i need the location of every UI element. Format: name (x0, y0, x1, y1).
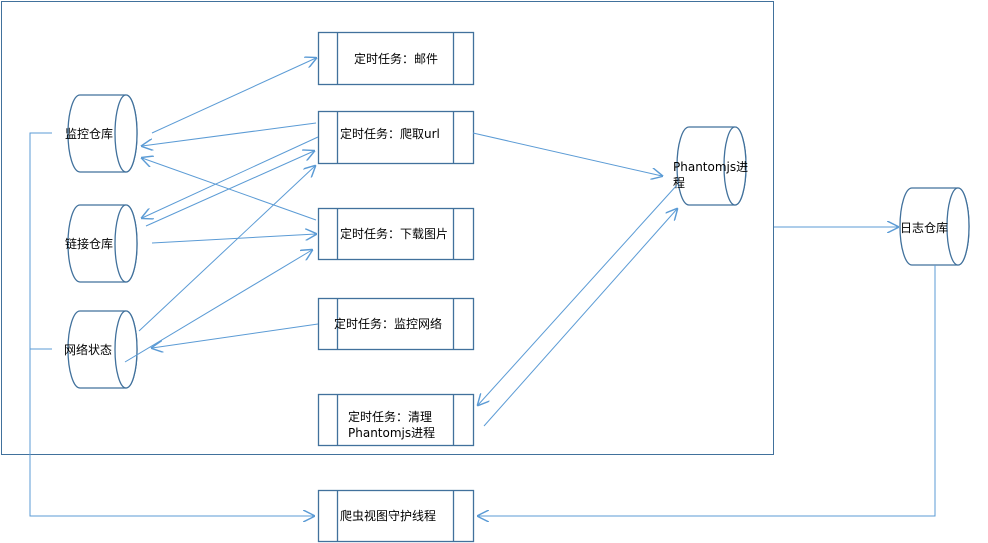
log-repo-store[interactable]: 日志仓库 (899, 187, 970, 266)
task-crawl-url-label: 定时任务：爬取url (340, 126, 440, 141)
network-status-label: 网络状态 (64, 342, 112, 357)
arrow-link-to-crawl (145, 151, 314, 227)
arrow-link-to-download (151, 234, 316, 244)
phantomjs-label-line1: Phantomjs进 (673, 160, 748, 174)
task-monitor-network[interactable]: 定时任务：监控网络 (317, 297, 475, 351)
log-repo-label: 日志仓库 (900, 220, 948, 235)
task-clean-label-line2: Phantomjs进程 (348, 425, 435, 440)
arrow-monitor-to-mail (151, 58, 316, 134)
arrow-monitor-net-to-network (152, 323, 319, 348)
arrow-network-to-download (124, 250, 312, 363)
arrow-crawl-to-monitor (142, 122, 317, 146)
task-download-images-label: 定时任务：下载图片 (340, 226, 448, 241)
link-repo-label: 链接仓库 (65, 236, 113, 251)
arrow-crawl-to-link (142, 136, 319, 218)
daemon-label: 爬虫视图守护线程 (340, 508, 436, 523)
arrow-clean-to-phantomjs (483, 209, 677, 427)
arrow-crawl-to-phantomjs (472, 132, 662, 176)
arrow-phantomjs-to-clean (478, 184, 678, 405)
crawler-view-daemon[interactable]: 爬虫视图守护线程 (317, 489, 475, 543)
task-mail-label: 定时任务：邮件 (354, 51, 438, 66)
connectors (29, 58, 936, 516)
monitor-repo-label: 监控仓库 (65, 126, 113, 141)
task-monitor-network-label: 定时任务：监控网络 (334, 316, 442, 331)
connector-stores-to-daemon (29, 132, 314, 516)
task-crawl-url[interactable]: 定时任务：爬取url (317, 110, 475, 165)
task-download-images[interactable]: 定时任务：下载图片 (317, 207, 475, 261)
link-repo-store[interactable]: 链接仓库 (65, 204, 138, 283)
network-status-store[interactable]: 网络状态 (64, 310, 138, 389)
scheduler-frame (1, 1, 774, 455)
task-clean-label-line1: 定时任务：清理 (348, 409, 432, 424)
phantomjs-process-store[interactable]: Phantomjs进 程 (673, 126, 748, 206)
arrow-network-to-crawl (138, 166, 315, 332)
task-mail[interactable]: 定时任务：邮件 (317, 31, 475, 86)
arrow-download-to-monitor (142, 158, 317, 221)
monitor-repo-store[interactable]: 监控仓库 (65, 94, 138, 173)
connector-log-to-daemon (478, 265, 936, 516)
task-clean-phantomjs[interactable]: 定时任务：清理 Phantomjs进程 (317, 393, 475, 447)
